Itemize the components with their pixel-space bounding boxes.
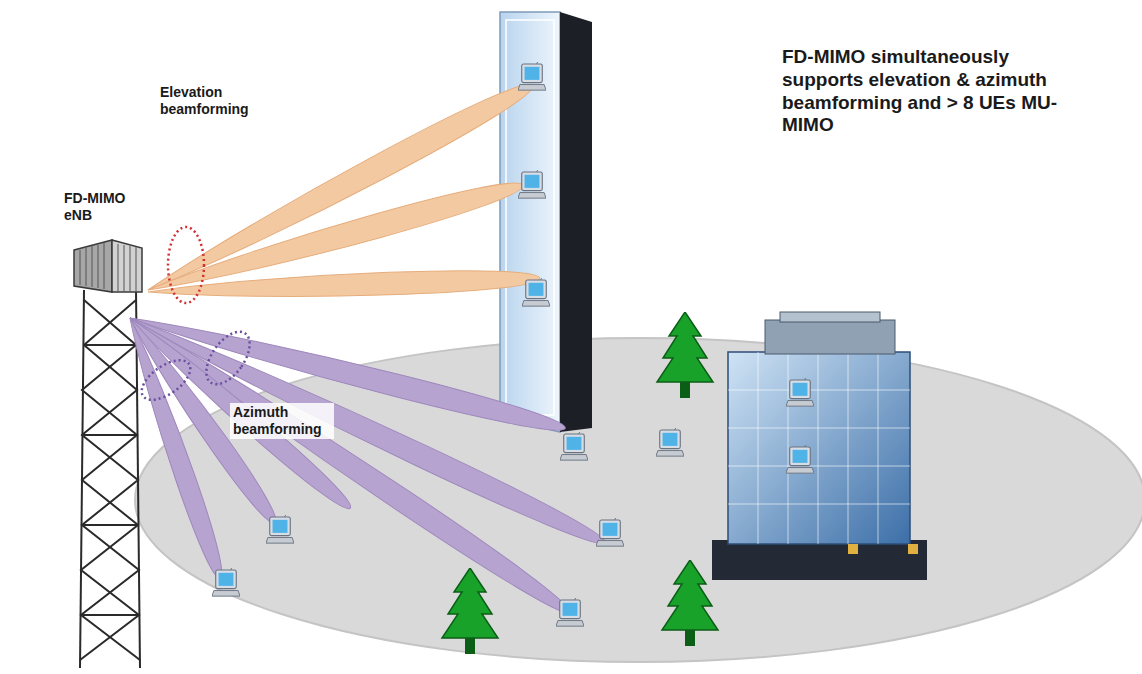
summary-note: FD-MIMO simultaneously supports elevatio… xyxy=(782,46,1094,137)
station-label: FD-MIMO eNB xyxy=(64,190,136,224)
azimuth-label: Azimuth beamforming xyxy=(230,403,334,439)
elevation-label: Elevation beamforming xyxy=(160,84,258,118)
